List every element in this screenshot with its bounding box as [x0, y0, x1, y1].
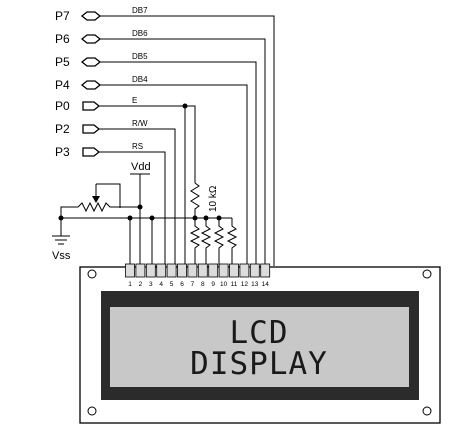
port-label-p5: P5: [55, 55, 70, 69]
port-label-p4: P4: [55, 78, 70, 92]
pin-header: [125, 263, 271, 278]
pin-number-11: 11: [231, 281, 238, 288]
resistor-pin9: [213, 218, 225, 266]
junction-pin8: [203, 215, 209, 221]
pin-7: [187, 263, 198, 278]
ground-symbol: [52, 235, 70, 245]
signal-label-rw: R/W: [132, 119, 148, 128]
port-label-p2: P2: [55, 122, 70, 136]
pin-number-9: 9: [211, 281, 215, 288]
wire-db5: [100, 61, 257, 266]
pin-number-1: 1: [128, 281, 132, 288]
mounting-hole-bottom-left: [87, 406, 97, 416]
junction-pin3: [149, 215, 155, 221]
pin-number-12: 12: [241, 281, 249, 288]
connector-p3: [82, 147, 101, 157]
pin-4: [156, 263, 167, 278]
resistor-pin7: [189, 218, 201, 266]
signal-label-db7: DB7: [132, 6, 148, 15]
mounting-hole-top-left: [87, 269, 97, 279]
wire-db7: [100, 15, 275, 266]
signal-label-e: E: [132, 96, 137, 105]
junction-pin7: [192, 215, 198, 221]
lcd-screen: [110, 307, 409, 387]
wire-pullup-bus: [185, 105, 196, 183]
resistor-pin8: [200, 218, 212, 266]
signal-label-db5: DB5: [132, 52, 148, 61]
pin-10: [218, 263, 229, 278]
wiper-arrow-icon: [92, 196, 100, 203]
port-label-p6: P6: [55, 32, 70, 46]
junction-e: [182, 103, 188, 109]
lcd-line-2: DISPLAY: [190, 346, 328, 382]
port-label-p7: P7: [55, 9, 70, 23]
junction-vss: [58, 215, 64, 221]
pin-3: [145, 263, 156, 278]
wire-rw: [99, 128, 176, 266]
pin-9: [208, 263, 219, 278]
signal-label-db4: DB4: [132, 75, 148, 84]
port-label-p0: P0: [55, 99, 70, 113]
resistor-10k: [190, 182, 200, 218]
pin-number-4: 4: [159, 281, 163, 288]
resistor-value-label: 10 kΩ: [208, 185, 219, 212]
connector-p7: [80, 11, 102, 21]
connector-p0: [82, 101, 101, 111]
wire-db6: [100, 38, 266, 266]
pin-number-7: 7: [191, 281, 195, 288]
pin-14: [260, 263, 271, 278]
pin-13: [249, 263, 260, 278]
pin-12: [239, 263, 250, 278]
pin-number-3: 3: [149, 281, 153, 288]
pin-number-13: 13: [251, 281, 259, 288]
pin-number-10: 10: [220, 281, 228, 288]
port-label-p3: P3: [55, 145, 70, 159]
connector-p5: [80, 57, 102, 67]
pin-8: [197, 263, 208, 278]
resistor-pin10: [226, 218, 238, 266]
pin-number-14: 14: [262, 281, 270, 288]
pin-number-2: 2: [139, 281, 143, 288]
connector-p6: [80, 34, 102, 44]
pin-number-8: 8: [201, 281, 205, 288]
vdd-label: Vdd: [131, 161, 151, 173]
junction-vdd: [137, 204, 143, 210]
junction-pin9: [216, 215, 222, 221]
wiper-wire: [96, 183, 121, 208]
junction-pin1: [127, 215, 133, 221]
pin-1: [125, 263, 135, 278]
mounting-hole-bottom-right: [422, 406, 432, 416]
connector-p2: [82, 124, 101, 134]
pin-number-5: 5: [170, 281, 174, 288]
wire-db4: [100, 84, 248, 266]
signal-label-db6: DB6: [132, 29, 148, 38]
mounting-hole-top-right: [422, 269, 432, 279]
vss-label: Vss: [52, 250, 71, 262]
connector-p4: [80, 80, 102, 90]
potentiometer: [60, 201, 140, 218]
pin-2: [135, 263, 146, 278]
wire-rs: [99, 151, 166, 266]
pin-6: [177, 263, 187, 278]
pin-number-6: 6: [180, 281, 184, 288]
wire-e: [99, 105, 186, 266]
lcd-line-1: LCD: [230, 315, 289, 351]
signal-label-rs: RS: [132, 142, 143, 151]
pin-11: [229, 263, 239, 278]
pin-5: [166, 263, 177, 278]
